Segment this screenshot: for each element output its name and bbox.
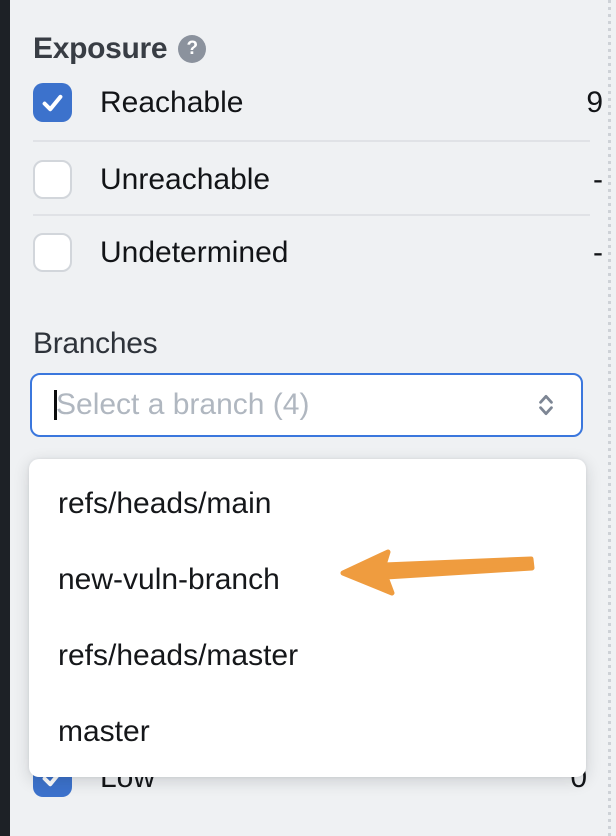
filter-row-reachable[interactable]: Reachable 9 [33,83,603,122]
filter-row-undetermined[interactable]: Undetermined - [33,233,603,272]
exposure-section-header: Exposure ? [33,28,207,70]
filter-count: - [593,235,603,269]
text-caret [54,390,57,420]
filter-label: Unreachable [100,162,271,196]
branches-title: Branches [33,327,158,360]
branch-option-refs-heads-main[interactable]: refs/heads/main [58,487,272,520]
help-icon[interactable]: ? [178,35,207,63]
left-panel-edge [0,0,10,836]
filter-label: Undetermined [100,235,289,269]
undetermined-checkbox[interactable] [33,233,72,272]
unreachable-checkbox[interactable] [33,160,72,199]
branch-combobox[interactable] [30,373,583,437]
reachable-checkbox[interactable] [33,83,72,122]
filter-row-unreachable[interactable]: Unreachable - [33,160,603,199]
checkmark-icon [42,94,63,112]
filter-label: Reachable [100,85,244,119]
branch-option-new-vuln-branch[interactable]: new-vuln-branch [58,563,280,596]
row-divider [33,140,590,142]
branch-option-master[interactable]: master [58,715,150,748]
panel-resize-handle[interactable] [608,0,611,836]
annotation-arrow-icon [340,549,535,596]
filter-count: 9 [586,85,603,119]
branch-search-input[interactable] [32,375,581,435]
row-divider [33,214,590,216]
select-chevrons-icon[interactable] [533,392,559,418]
branch-dropdown-menu: refs/heads/main new-vuln-branch refs/hea… [29,459,586,777]
filter-count: - [593,162,603,196]
exposure-title: Exposure [33,32,168,65]
branch-option-refs-heads-master[interactable]: refs/heads/master [58,639,299,672]
